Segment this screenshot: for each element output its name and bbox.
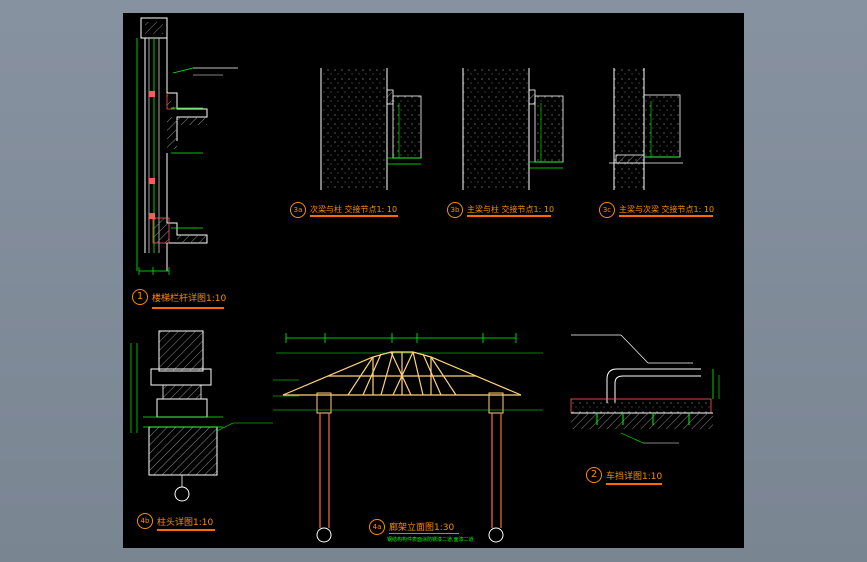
title-underline (467, 215, 551, 217)
detail-2-car-stop (570, 334, 720, 444)
detail-3c-joint (609, 68, 683, 190)
detail-marker-2: 2 (586, 467, 602, 483)
detail-marker-4a: 4a (369, 519, 385, 535)
title-detail-3c: 3c 主梁与次梁 交接节点1: 10 (599, 202, 739, 226)
title-text: 次梁与柱 交接节点1: 10 (310, 205, 398, 214)
cad-drawing (130, 17, 720, 543)
detail-marker-3c: 3c (599, 202, 615, 218)
title-detail-4b: 4b 柱头详图1:10 (137, 513, 247, 537)
detail-1-railing-section (136, 17, 238, 275)
title-text: 柱头详图1:10 (157, 518, 214, 528)
title-detail-1: 1 楼梯栏杆详图1:10 (132, 289, 242, 313)
title-text: 廊架立面图1:30 (389, 523, 455, 533)
detail-4b-column-head (130, 330, 273, 502)
title-text: 楼梯栏杆详图1:10 (152, 294, 227, 304)
title-detail-3b: 3b 主梁与柱 交接节点1: 10 (447, 202, 587, 226)
title-underline (619, 215, 713, 217)
title-underline (606, 483, 662, 485)
title-underline (157, 529, 215, 531)
detail-3b-joint (462, 68, 564, 190)
title-detail-2: 2 车挡详图1:10 (586, 467, 696, 491)
detail-marker-3a: 3a (290, 202, 306, 218)
detail-marker-3b: 3b (447, 202, 463, 218)
title-underline (389, 533, 459, 534)
detail-marker-1: 1 (132, 289, 148, 305)
title-text: 主梁与柱 交接节点1: 10 (467, 205, 555, 214)
title-detail-4a: 4a 廊架立面图1:30 钢结构构件表面涂防锈漆二道,面漆二道 (369, 519, 509, 547)
detail-4a-elevation (273, 333, 543, 543)
title-detail-3a: 3a 次梁与柱 交接节点1: 10 (290, 202, 430, 226)
title-underline (152, 307, 224, 309)
drawing-sheet: 1 楼梯栏杆详图1:10 3a 次梁与柱 交接节点1: 10 3b 主梁与柱 交… (123, 13, 744, 548)
title-text: 车挡详图1:10 (606, 472, 663, 482)
title-underline (310, 215, 398, 217)
title-text: 主梁与次梁 交接节点1: 10 (619, 205, 715, 214)
elevation-note: 钢结构构件表面涂防锈漆二道,面漆二道 (387, 537, 474, 543)
detail-marker-4b: 4b (137, 513, 153, 529)
detail-3a-joint (320, 68, 422, 190)
